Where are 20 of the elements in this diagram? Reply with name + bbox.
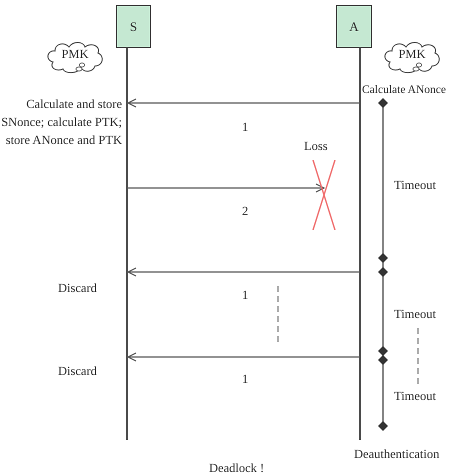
message-arrow xyxy=(127,98,359,108)
result-text: Deadlock ! xyxy=(209,460,264,475)
message-arrow xyxy=(127,352,359,362)
message-arrow xyxy=(127,267,359,277)
participant-box: A xyxy=(336,5,372,48)
key-cloud: PMK xyxy=(382,40,442,76)
action-text: Discard xyxy=(58,363,97,379)
timeout-label: Timeout xyxy=(394,388,436,404)
lifeline xyxy=(126,48,128,440)
timeout-label: Timeout xyxy=(394,177,436,193)
participant-box: S xyxy=(116,5,151,48)
action-text: Discard xyxy=(58,280,97,296)
loss-label: Loss xyxy=(304,138,328,154)
action-text: Calculate and store SNonce; calculate PTK; store ANonce and PTK xyxy=(0,96,122,149)
action-text: Calculate ANonce xyxy=(362,83,446,98)
lifeline xyxy=(359,48,361,440)
message-arrow xyxy=(128,183,325,193)
action-text: Deauthentication xyxy=(354,446,440,462)
timeout-label: Timeout xyxy=(394,306,436,322)
key-cloud: PMK xyxy=(45,40,105,76)
